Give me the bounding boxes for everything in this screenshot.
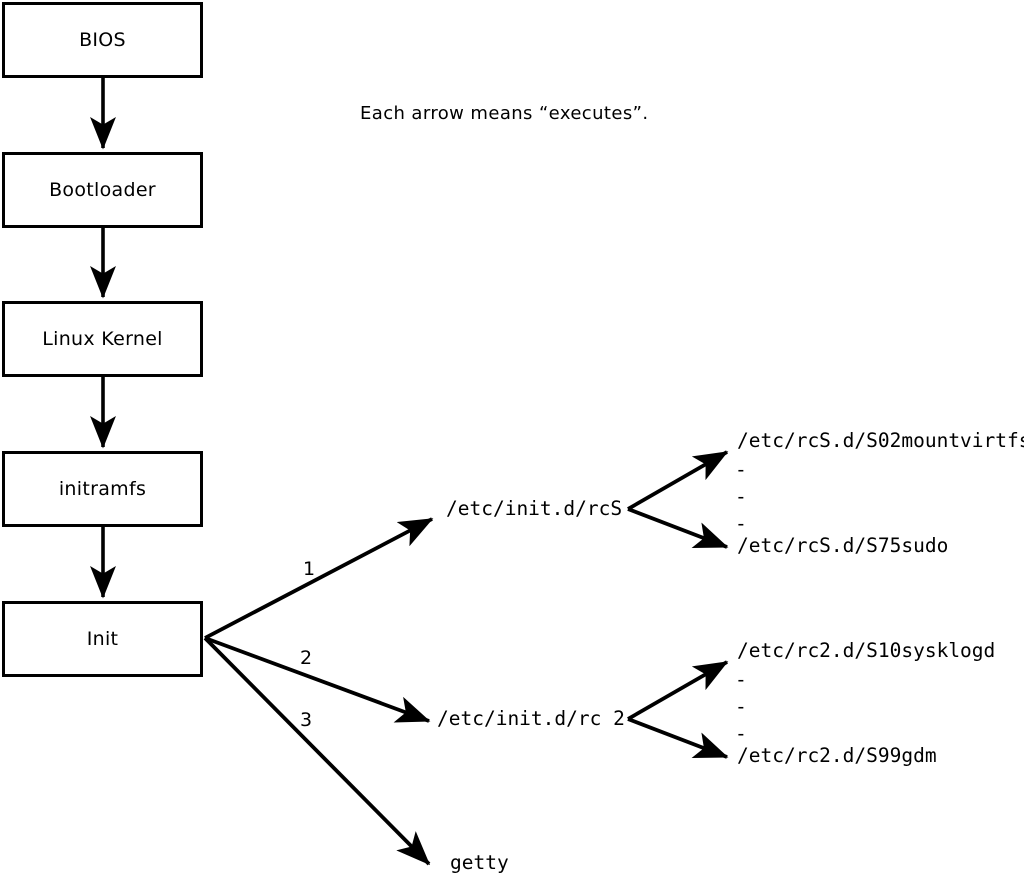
node-init-label: Init: [86, 627, 119, 650]
node-bootloader-label: Bootloader: [49, 178, 156, 201]
rcs-ellipsis-dash-2: -: [735, 485, 747, 508]
node-initramfs-label: initramfs: [58, 477, 147, 500]
node-bios-label: BIOS: [79, 28, 126, 51]
rc2-ellipsis-dash-2: -: [735, 695, 747, 718]
label-rc2-first-script: /etc/rc2.d/S10sysklogd: [737, 639, 996, 662]
label-rcs-first-script: /etc/rcS.d/S02mountvirtfs: [737, 429, 1024, 452]
arrow-init-to-getty: [203, 636, 431, 866]
rcs-ellipsis-dash-1: -: [735, 458, 747, 481]
rcs-ellipsis-dash-3: -: [735, 512, 747, 535]
node-initramfs: initramfs: [2, 451, 203, 527]
rc2-ellipsis-dash-1: -: [735, 668, 747, 691]
arrow-rc2-to-first-script: [627, 660, 729, 721]
branch-number-2: 2: [300, 647, 313, 669]
branch-number-3: 3: [300, 709, 313, 731]
diagram-caption: Each arrow means “executes”.: [360, 103, 649, 124]
arrow-rcs-to-first-script: [627, 450, 729, 511]
arrow-init-to-rc2: [204, 636, 431, 723]
node-linux-kernel: Linux Kernel: [2, 301, 203, 377]
label-init-d-rcs: /etc/init.d/rcS: [446, 497, 623, 520]
node-bios: BIOS: [2, 2, 203, 78]
label-init-d-rc2: /etc/init.d/rc 2: [437, 707, 625, 730]
label-getty: getty: [450, 851, 509, 874]
label-rcs-last-script: /etc/rcS.d/S75sudo: [737, 534, 949, 557]
node-linux-kernel-label: Linux Kernel: [42, 327, 163, 350]
arrow-rc2-to-last-script: [627, 717, 729, 759]
node-init: Init: [2, 601, 203, 677]
arrow-init-to-rcs: [204, 517, 434, 640]
rc2-ellipsis-dash-3: -: [735, 722, 747, 745]
node-bootloader: Bootloader: [2, 152, 203, 228]
branch-number-1: 1: [303, 558, 316, 580]
arrow-rcs-to-last-script: [627, 507, 729, 549]
label-rc2-last-script: /etc/rc2.d/S99gdm: [737, 744, 937, 767]
